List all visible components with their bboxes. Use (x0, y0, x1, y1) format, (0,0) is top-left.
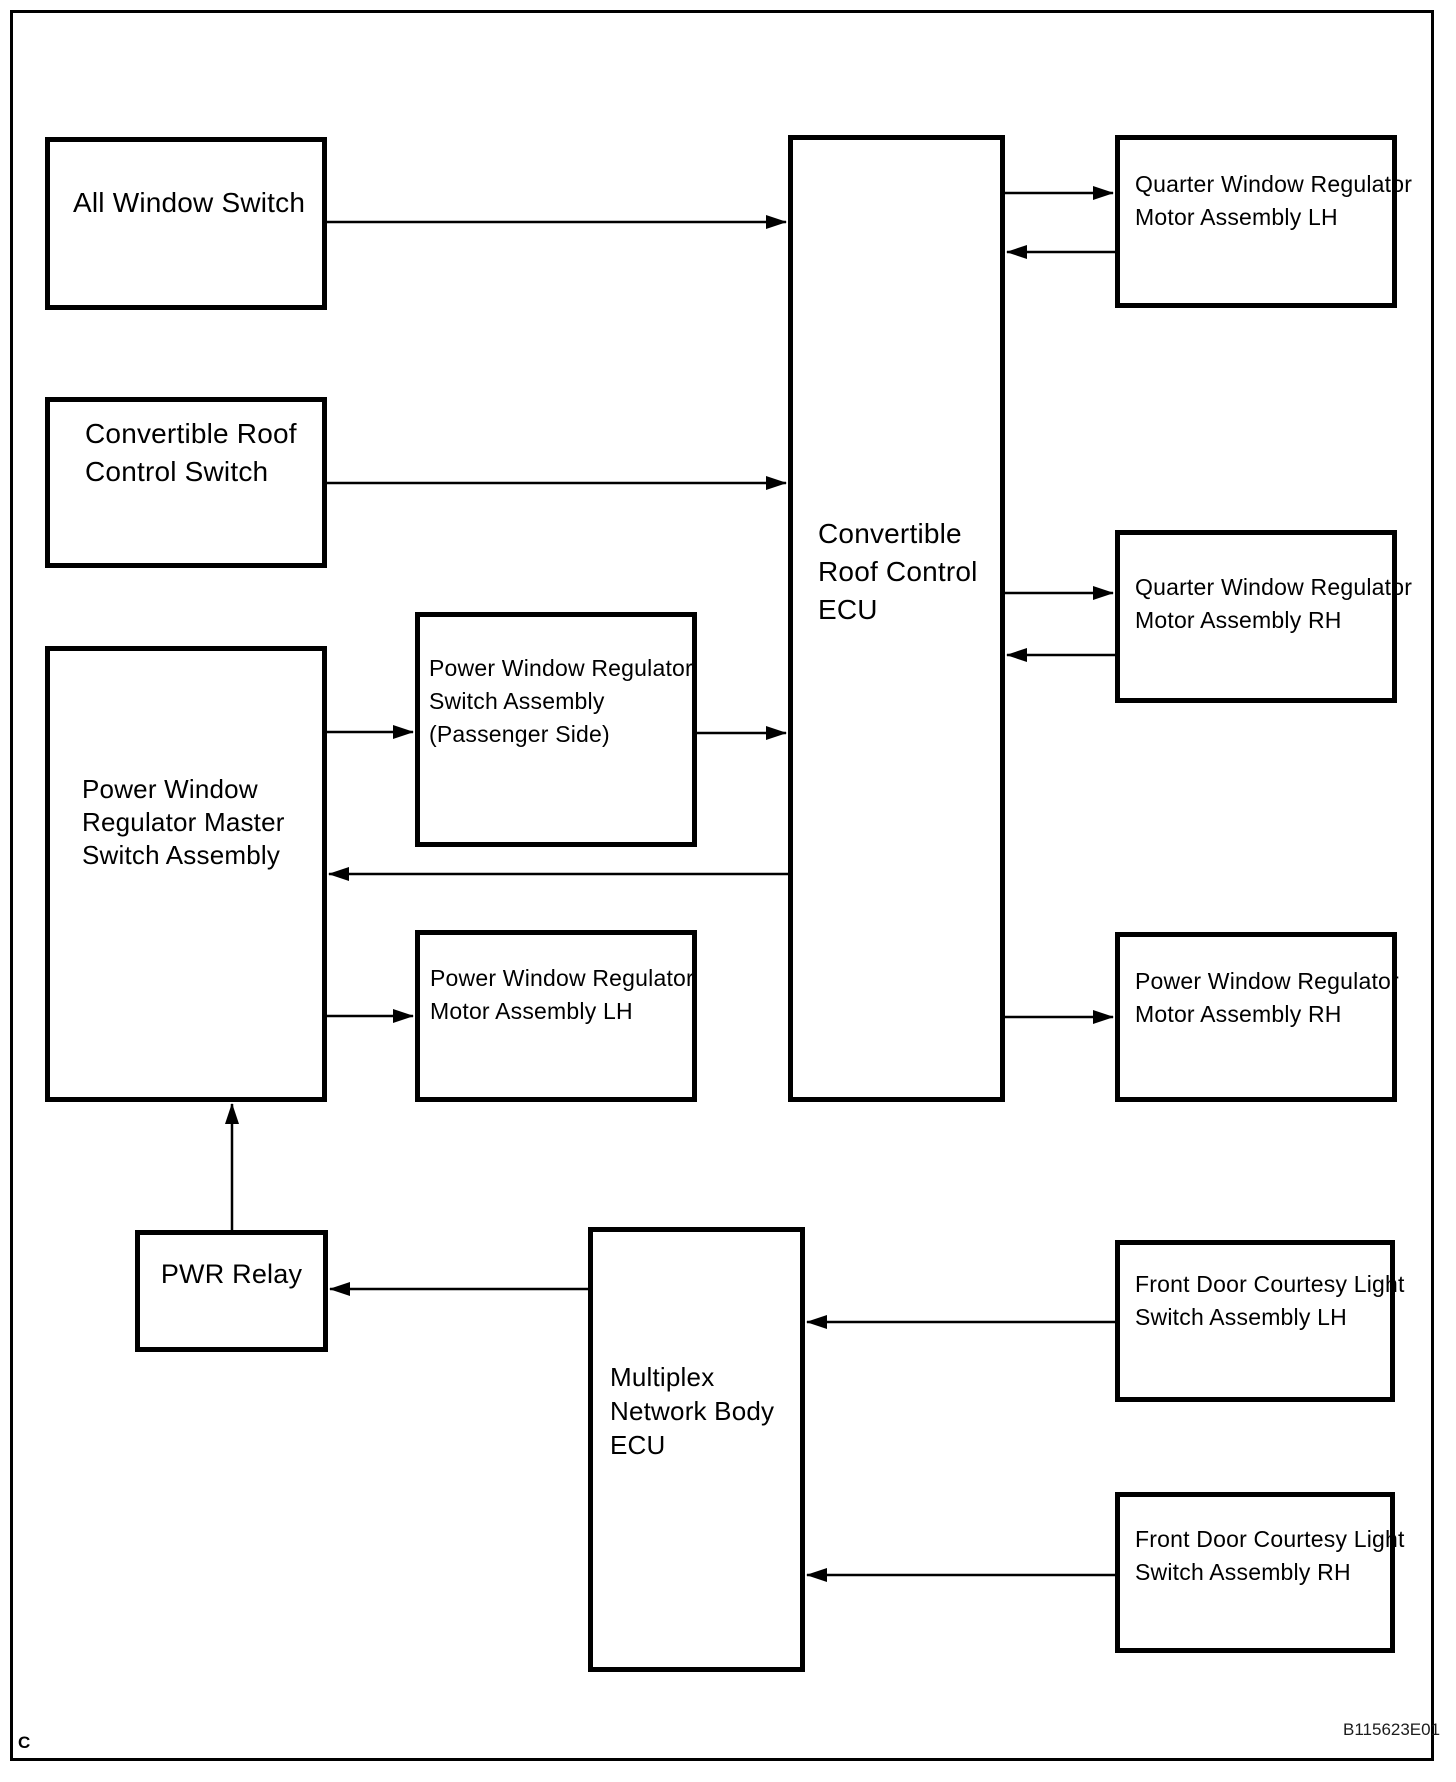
node-multiplex-network-body-ecu: Multiplex Network Body ECU (588, 1227, 805, 1672)
node-label: All Window Switch (73, 187, 306, 218)
node-quarter-window-regulator-motor-assembly-rh: Quarter Window Regulator Motor Assembly … (1115, 530, 1413, 703)
node-label: Convertible Roof Control Switch (85, 418, 297, 487)
node-label: Multiplex Network Body ECU (610, 1362, 775, 1460)
node-all-window-switch: All Window Switch (45, 137, 327, 310)
node-label: Convertible Roof Control ECU (818, 518, 978, 625)
node-label: Power Window Regulator Motor Assembly RH (1135, 968, 1399, 1027)
node-front-door-courtesy-light-switch-assembly-lh: Front Door Courtesy Light Switch Assembl… (1115, 1240, 1405, 1402)
node-convertible-roof-control-switch: Convertible Roof Control Switch (45, 397, 327, 568)
node-label: Quarter Window Regulator Motor Assembly … (1135, 574, 1413, 633)
node-label: Power Window Regulator Motor Assembly LH (430, 965, 694, 1024)
node-convertible-roof-control-ecu: Convertible Roof Control ECU (788, 135, 1005, 1102)
node-label: Front Door Courtesy Light Switch Assembl… (1135, 1271, 1405, 1330)
figure-id-label: B115623E01 (1343, 1720, 1441, 1739)
node-label: Quarter Window Regulator Motor Assembly … (1135, 171, 1413, 230)
node-label: Front Door Courtesy Light Switch Assembl… (1135, 1526, 1405, 1585)
node-label: Power Window Regulator Master Switch Ass… (82, 774, 285, 870)
node-front-door-courtesy-light-switch-assembly-rh: Front Door Courtesy Light Switch Assembl… (1115, 1492, 1405, 1653)
node-label: Power Window Regulator Switch Assembly (… (429, 655, 693, 747)
node-pwr-relay: PWR Relay (135, 1230, 328, 1352)
page-border (10, 10, 1434, 1761)
node-label: PWR Relay (160, 1259, 303, 1289)
node-power-window-regulator-motor-assembly-lh: Power Window Regulator Motor Assembly LH (415, 930, 697, 1102)
node-power-window-regulator-master-switch-assembly: Power Window Regulator Master Switch Ass… (45, 646, 327, 1102)
node-power-window-regulator-motor-assembly-rh: Power Window Regulator Motor Assembly RH (1115, 932, 1399, 1102)
node-power-window-regulator-switch-assembly-passenger: Power Window Regulator Switch Assembly (… (415, 612, 697, 847)
node-quarter-window-regulator-motor-assembly-lh: Quarter Window Regulator Motor Assembly … (1115, 135, 1413, 308)
page-corner-label: C (18, 1733, 31, 1752)
